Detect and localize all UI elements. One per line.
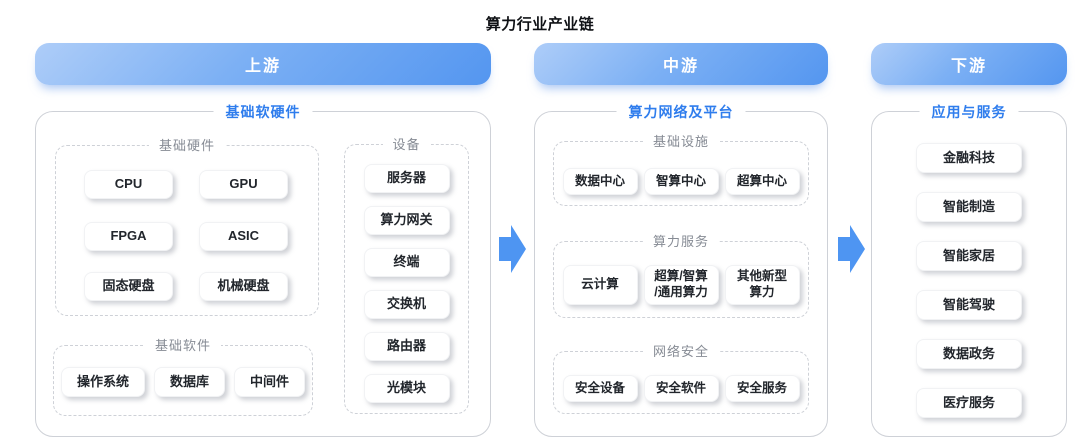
group-label-infrastructure: 基础设施 xyxy=(642,132,720,152)
header-upstream: 上游 xyxy=(35,43,491,85)
item-box-fpga: FPGA xyxy=(84,222,173,251)
item-box-data-government: 数据政务 xyxy=(916,339,1022,369)
item-box-hdd: 机械硬盘 xyxy=(199,272,288,301)
panel-label-computing-network-platform: 算力网络及平台 xyxy=(616,102,746,122)
item-box-security-software: 安全软件 xyxy=(643,375,719,402)
panel-downstream: 应用与服务 金融科技 智能制造 智能家居 智能驾驶 数据政务 医疗服务 xyxy=(871,102,1067,437)
software-row: 操作系统 数据库 中间件 xyxy=(54,367,312,397)
item-box-medical-services: 医疗服务 xyxy=(916,388,1022,418)
item-box-security-equipment: 安全设备 xyxy=(562,375,638,402)
item-box-supercomputing-center: 超算中心 xyxy=(724,168,800,195)
group-label-devices: 设备 xyxy=(382,135,431,155)
item-box-middleware: 中间件 xyxy=(234,367,306,397)
item-box-database: 数据库 xyxy=(153,367,225,397)
panel-label-basic-software-hardware: 基础软硬件 xyxy=(213,102,313,122)
group-infrastructure: 基础设施 数据中心 智算中心 超算中心 xyxy=(553,132,809,206)
item-box-switch: 交换机 xyxy=(363,290,450,319)
group-basic-hardware: 基础硬件 CPU GPU FPGA ASIC 固态硬盘 机械硬盘 xyxy=(55,136,319,316)
group-computing-services: 算力服务 云计算 超算/智算 /通用算力 其他新型 算力 xyxy=(553,232,809,318)
network-security-row: 安全设备 安全软件 安全服务 xyxy=(554,375,808,402)
item-box-other-new-computing: 其他新型 算力 xyxy=(724,265,800,305)
item-box-data-center: 数据中心 xyxy=(562,168,638,195)
hardware-row: FPGA ASIC xyxy=(84,222,288,251)
item-box-smart-manufacturing: 智能制造 xyxy=(916,192,1022,222)
panel-midstream: 算力网络及平台 基础设施 数据中心 智算中心 超算中心 算力服务 云计算 超算/… xyxy=(534,102,828,437)
hardware-row: 固态硬盘 机械硬盘 xyxy=(84,272,288,301)
group-label-basic-software: 基础软件 xyxy=(144,336,222,356)
item-box-asic: ASIC xyxy=(199,222,288,251)
item-box-cloud-computing: 云计算 xyxy=(562,265,638,305)
item-box-router: 路由器 xyxy=(363,332,450,361)
item-box-gpu: GPU xyxy=(199,170,288,199)
header-downstream: 下游 xyxy=(871,43,1067,85)
flow-arrow-icon xyxy=(499,225,526,273)
item-box-ssd: 固态硬盘 xyxy=(84,272,173,301)
infrastructure-row: 数据中心 智算中心 超算中心 xyxy=(554,168,808,195)
group-label-basic-hardware: 基础硬件 xyxy=(148,136,226,156)
group-label-computing-services: 算力服务 xyxy=(642,232,720,252)
item-box-os: 操作系统 xyxy=(60,367,145,397)
group-basic-software: 基础软件 操作系统 数据库 中间件 xyxy=(53,336,313,416)
hardware-row: CPU GPU xyxy=(84,170,288,199)
diagram-title: 算力行业产业链 xyxy=(485,16,595,33)
item-box-fintech: 金融科技 xyxy=(916,143,1022,173)
item-box-ai-computing-center: 智算中心 xyxy=(643,168,719,195)
group-label-network-security: 网络安全 xyxy=(642,342,720,362)
device-list: 服务器 算力网关 终端 交换机 路由器 光模块 xyxy=(345,164,468,403)
group-devices: 设备 服务器 算力网关 终端 交换机 路由器 光模块 xyxy=(344,135,469,414)
group-network-security: 网络安全 安全设备 安全软件 安全服务 xyxy=(553,342,809,414)
item-box-computing-gateway: 算力网关 xyxy=(363,206,450,235)
computing-services-row: 云计算 超算/智算 /通用算力 其他新型 算力 xyxy=(554,265,808,305)
item-box-smart-driving: 智能驾驶 xyxy=(916,290,1022,320)
panel-upstream: 基础软硬件 基础硬件 CPU GPU FPGA ASIC 固态硬盘 机械硬盘 基… xyxy=(35,102,491,437)
flow-arrow-icon xyxy=(838,225,865,273)
item-box-super-ai-general-computing: 超算/智算 /通用算力 xyxy=(643,265,719,305)
item-box-security-services: 安全服务 xyxy=(724,375,800,402)
item-box-terminal: 终端 xyxy=(363,248,450,277)
item-box-cpu: CPU xyxy=(84,170,173,199)
panel-label-applications-services: 应用与服务 xyxy=(919,102,1019,122)
item-box-server: 服务器 xyxy=(363,164,450,193)
application-list: 金融科技 智能制造 智能家居 智能驾驶 数据政务 医疗服务 xyxy=(872,143,1066,418)
item-box-smart-home: 智能家居 xyxy=(916,241,1022,271)
header-midstream: 中游 xyxy=(534,43,828,85)
item-box-optical-module: 光模块 xyxy=(363,374,450,403)
